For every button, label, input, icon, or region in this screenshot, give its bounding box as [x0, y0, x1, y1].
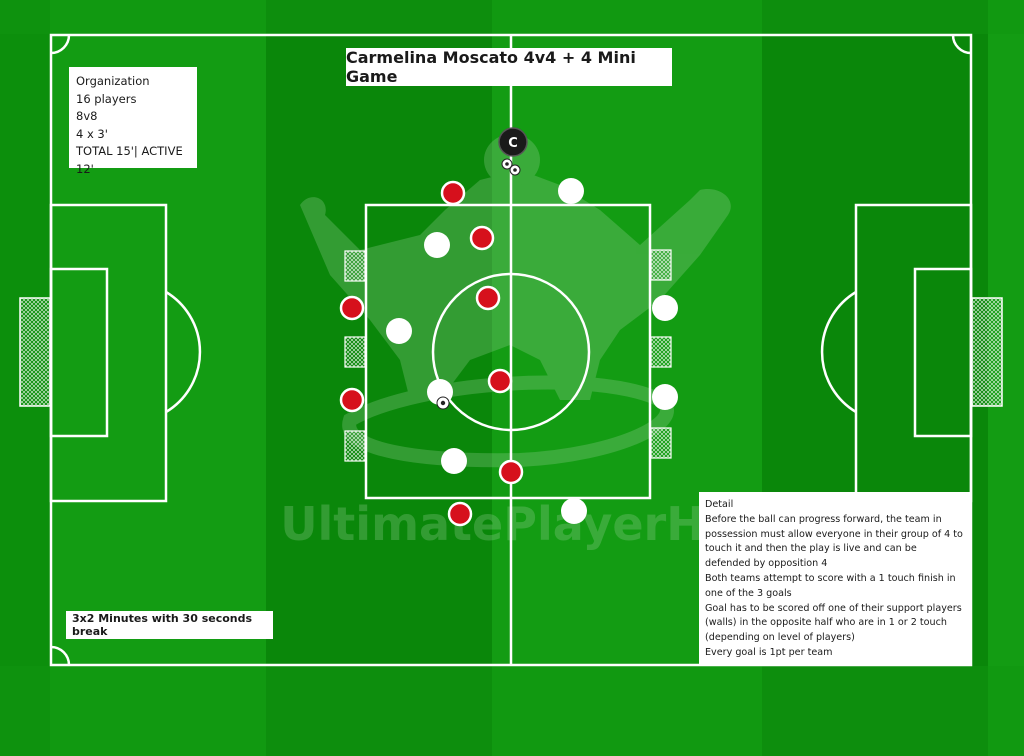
mini-goal-right-2 — [650, 336, 672, 368]
red-team — [339, 180, 524, 527]
right-goal — [971, 297, 1003, 407]
center-circle — [431, 272, 591, 432]
detail-rule: Before the ball can progress forward, th… — [705, 513, 963, 570]
corner-arc-top-right — [951, 34, 972, 55]
left-goal — [19, 297, 51, 407]
mini-goal-left-1 — [344, 250, 366, 282]
mini-goal-right-3 — [650, 427, 672, 459]
mini-goals — [344, 249, 672, 462]
coach-marker-label: C — [508, 136, 518, 151]
red-player — [469, 225, 495, 251]
white-player — [441, 448, 467, 474]
white-player — [424, 232, 450, 258]
detail-rule: Both teams attempt to score with a 1 tou… — [705, 572, 956, 599]
detail-heading: Detail — [705, 499, 734, 510]
red-player — [487, 368, 513, 394]
left-penalty-arc — [165, 290, 202, 414]
mini-goal-right-1 — [650, 249, 672, 281]
right-penalty-arc — [820, 290, 857, 414]
ball-icon — [501, 158, 521, 176]
organization-format: 8v8 — [76, 109, 98, 123]
white-player — [561, 498, 587, 524]
white-player — [652, 295, 678, 321]
ball-icon — [436, 396, 450, 410]
left-six-yard-box — [49, 267, 109, 438]
right-six-yard-box — [913, 267, 973, 438]
center-grid-square — [364, 203, 652, 500]
corner-arc-bottom-left — [50, 645, 71, 666]
detail-rule: Goal has to be scored off one of their s… — [705, 602, 962, 644]
red-player — [339, 295, 365, 321]
organization-panel: Organization 16 players 8v8 4 x 3' TOTAL… — [69, 67, 197, 176]
detail-rule: Every goal is 1pt per team — [705, 646, 833, 658]
mini-goal-left-3 — [344, 430, 366, 462]
detail-panel: Detail Before the ball can progress forw… — [699, 492, 971, 665]
organization-total: TOTAL 15'| ACTIVE 12' — [76, 144, 183, 176]
red-player — [447, 501, 473, 527]
red-player — [440, 180, 466, 206]
coach-marker: C — [498, 127, 528, 157]
organization-duration: 4 x 3' — [76, 126, 108, 141]
white-player — [386, 318, 412, 344]
white-player — [652, 384, 678, 410]
red-player — [498, 459, 524, 485]
red-player — [475, 285, 501, 311]
white-team — [386, 178, 678, 524]
white-player — [558, 178, 584, 204]
pitch-markings — [49, 33, 973, 667]
corner-arc-top-left — [50, 34, 71, 55]
break-note: 3x2 Minutes with 30 seconds break — [66, 611, 273, 639]
organization-players: 16 players — [76, 91, 137, 106]
organization-heading: Organization — [76, 74, 150, 88]
mini-goal-left-2 — [344, 336, 366, 368]
red-player — [339, 387, 365, 413]
diagram-title: Carmelina Moscato 4v4 + 4 Mini Game — [346, 48, 672, 86]
